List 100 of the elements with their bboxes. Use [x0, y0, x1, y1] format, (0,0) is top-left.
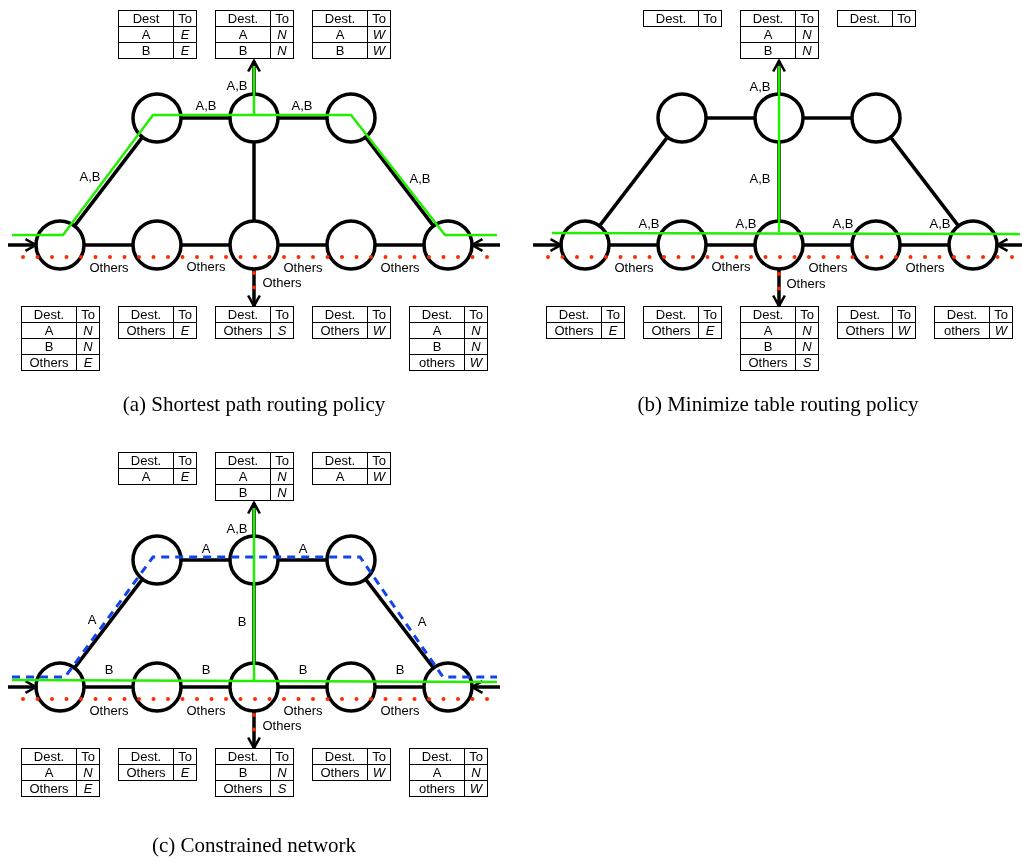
table-cell: B: [409, 338, 465, 355]
table-cell: N: [76, 322, 100, 339]
routing-table: [312, 748, 391, 781]
route-label: A: [417, 615, 427, 629]
table-cell: N: [464, 338, 488, 355]
route-label: A: [87, 613, 97, 627]
router-circle: [131, 661, 183, 713]
link-line: [181, 116, 230, 120]
routing-table: [118, 748, 197, 781]
router-circle: [228, 661, 280, 713]
header-cell: Dest.: [215, 306, 271, 323]
route-label: Others: [186, 704, 226, 718]
header-cell: Dest.: [837, 306, 893, 323]
link-line: [706, 243, 755, 247]
table-cell: W: [367, 764, 391, 781]
route-label: A,B: [195, 99, 217, 113]
table-cell: B: [118, 42, 174, 59]
link-line: [706, 116, 755, 120]
table-cell: N: [464, 764, 488, 781]
link-line: [375, 243, 424, 247]
routing-table: [409, 306, 488, 371]
router-circle: [228, 534, 280, 586]
route-label: A,B: [409, 172, 431, 186]
table-cell: N: [270, 484, 294, 501]
route-label: Others: [711, 260, 751, 274]
table-cell: E: [76, 354, 100, 371]
header-cell: To: [989, 306, 1013, 323]
link-line: [181, 558, 230, 562]
routing-table: [215, 306, 294, 339]
link-line: [900, 243, 949, 247]
table-cell: S: [270, 322, 294, 339]
route-label: Others: [808, 261, 848, 275]
router-circle: [422, 661, 474, 713]
route-label: Others: [262, 719, 302, 733]
header-cell: To: [270, 306, 294, 323]
table-cell: E: [76, 780, 100, 797]
table-cell: E: [173, 26, 197, 43]
header-cell: To: [795, 10, 819, 27]
router-circle: [325, 534, 377, 586]
arrow: [246, 501, 262, 536]
route-label: Others: [89, 261, 129, 275]
route-label: A,B: [929, 217, 951, 231]
table-cell: N: [76, 764, 100, 781]
header-cell: Dest.: [643, 10, 699, 27]
table-cell: others: [934, 322, 990, 339]
route-label: A,B: [735, 217, 757, 231]
table-cell: Others: [312, 322, 368, 339]
table-cell: Others: [740, 354, 796, 371]
header-cell: Dest.: [215, 452, 271, 469]
route-label: B: [298, 663, 308, 677]
header-cell: Dest.: [118, 452, 174, 469]
table-cell: W: [989, 322, 1013, 339]
table-cell: Others: [546, 322, 602, 339]
link-line: [803, 243, 852, 247]
header-cell: To: [464, 748, 488, 765]
header-cell: Dest: [118, 10, 174, 27]
table-cell: A: [312, 26, 368, 43]
route-label: Others: [380, 261, 420, 275]
caption: (a) Shortest path routing policy: [122, 391, 386, 417]
table-cell: E: [173, 322, 197, 339]
table-cell: N: [76, 338, 100, 355]
arrow: [246, 59, 262, 94]
header-cell: Dest.: [312, 10, 368, 27]
header-cell: Dest.: [118, 306, 174, 323]
table-cell: B: [215, 42, 271, 59]
routing-table: [934, 306, 1013, 339]
header-cell: To: [464, 306, 488, 323]
link-line: [609, 243, 658, 247]
router-circle: [34, 219, 86, 271]
table-cell: N: [464, 322, 488, 339]
table-cell: A: [21, 322, 77, 339]
table-cell: N: [270, 468, 294, 485]
link-line: [73, 578, 144, 669]
table-cell: others: [409, 780, 465, 797]
header-cell: Dest.: [21, 306, 77, 323]
table-cell: N: [795, 322, 819, 339]
header-cell: Dest.: [934, 306, 990, 323]
table-cell: B: [21, 338, 77, 355]
table-cell: A: [21, 764, 77, 781]
link-line: [364, 578, 435, 669]
routing-table: [643, 306, 722, 339]
routing-table: [312, 306, 391, 339]
routing-table: [312, 10, 391, 59]
routing-table: [837, 306, 916, 339]
routing-table: [118, 306, 197, 339]
header-cell: To: [76, 306, 100, 323]
header-cell: To: [698, 306, 722, 323]
router-circle: [656, 92, 708, 144]
table-cell: A: [118, 26, 174, 43]
route-label: B: [201, 663, 211, 677]
link-line: [252, 584, 256, 663]
link-line: [375, 685, 424, 689]
route-label: A,B: [638, 217, 660, 231]
header-cell: To: [795, 306, 819, 323]
router-circle: [131, 534, 183, 586]
header-cell: To: [76, 748, 100, 765]
route-label: Others: [283, 261, 323, 275]
router-circle: [131, 219, 183, 271]
header-cell: To: [173, 10, 197, 27]
table-cell: Others: [21, 354, 77, 371]
